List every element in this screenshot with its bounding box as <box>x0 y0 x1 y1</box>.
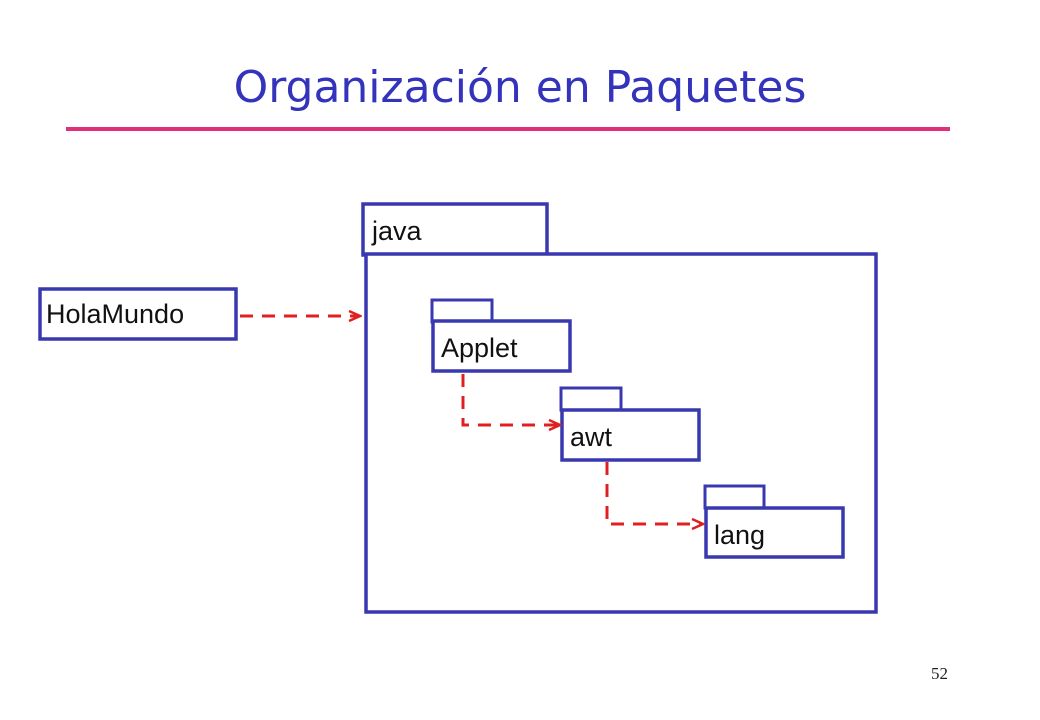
applet-package-tab <box>430 298 494 324</box>
holamundo-box: HolaMundo <box>38 287 238 341</box>
awt-package-tab <box>559 386 623 412</box>
awt-package-body <box>560 408 701 462</box>
lang-package: lang <box>703 484 845 559</box>
page-number: 52 <box>931 664 948 683</box>
awt-package: awt <box>559 386 701 462</box>
lang-package-body <box>704 506 845 559</box>
title-underline <box>66 127 950 131</box>
java-package-label: java <box>371 216 423 246</box>
java-package-tab <box>361 202 549 257</box>
awt-package-label: awt <box>570 422 613 452</box>
applet-to-awt-dependency-arrow <box>461 374 560 425</box>
slide-title: Organización en Paquetes <box>233 62 807 113</box>
applet-package-label: Applet <box>441 333 518 363</box>
holamundo-label: HolaMundo <box>46 299 184 329</box>
applet-package: Applet <box>430 298 572 373</box>
holamundo-rect <box>38 287 238 341</box>
applet-package-body <box>431 319 572 373</box>
lang-package-label: lang <box>714 520 765 550</box>
lang-package-tab <box>703 484 766 510</box>
